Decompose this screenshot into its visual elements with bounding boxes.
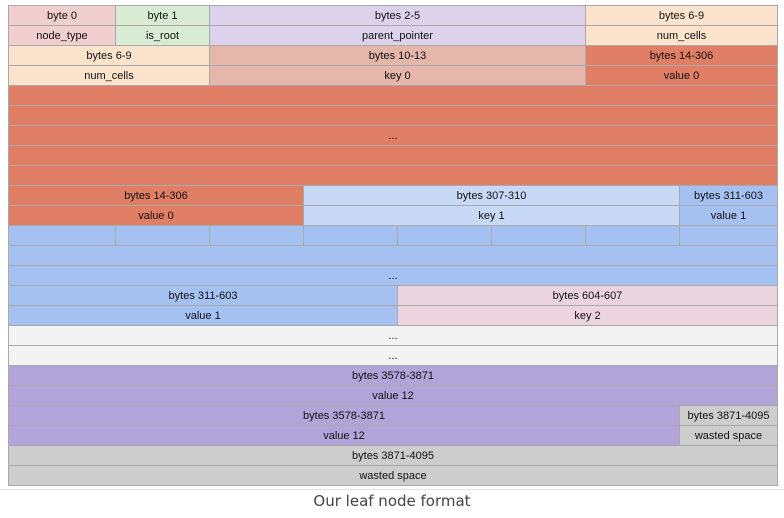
cell-wasted-space: wasted space [679, 425, 778, 446]
cell-value-0: value 0 [585, 65, 778, 86]
row-header-bytes: byte 0 byte 1 bytes 2-5 bytes 6-9 [8, 5, 778, 26]
value-1-block [115, 225, 210, 246]
cell-bytes-2-5: bytes 2-5 [209, 5, 586, 26]
cell-value-12-cont: value 12 [8, 425, 680, 446]
cell-byte-0: byte 0 [8, 5, 116, 26]
cell-bytes-311-603-cont: bytes 311-603 [8, 285, 398, 306]
cell-key-1: key 1 [303, 205, 680, 226]
cell-value-1: value 1 [679, 205, 778, 226]
figure-caption: Our leaf node format [313, 492, 471, 510]
value-0-fill [8, 85, 778, 106]
row-wasted-bytes: bytes 3871-4095 [8, 445, 778, 466]
cell-bytes-3871-4095: bytes 3871-4095 [679, 405, 778, 426]
row-value1-grid [8, 225, 778, 246]
value-1-block [585, 225, 680, 246]
caption-divider [0, 489, 784, 490]
value-1-block [491, 225, 586, 246]
cell-bytes-10-13: bytes 10-13 [209, 45, 586, 66]
row-tail-bytes: bytes 3578-3871 bytes 3871-4095 [8, 405, 778, 426]
omitted-cells: ... [8, 325, 778, 346]
row-header-fields: node_type is_root parent_pointer num_cel… [8, 25, 778, 46]
row-value0-fill [8, 165, 778, 186]
row-value1-fill [8, 245, 778, 266]
row-tail-fields: value 12 wasted space [8, 425, 778, 446]
row-wasted-field: wasted space [8, 465, 778, 486]
value-0-ellipsis: ... [8, 125, 778, 146]
cell-is-root: is_root [115, 25, 210, 46]
cell-value-1-cont: value 1 [8, 305, 398, 326]
row-value12-field: value 12 [8, 385, 778, 406]
cell-num-cells-cont: num_cells [8, 65, 210, 86]
cell-key-0: key 0 [209, 65, 586, 86]
row-empty-ellipsis: ... [8, 325, 778, 346]
leaf-node-format-diagram: byte 0 byte 1 bytes 2-5 bytes 6-9 node_t… [8, 5, 778, 486]
row-value1-ellipsis: ... [8, 265, 778, 286]
row-cell0-bytes: bytes 6-9 bytes 10-13 bytes 14-306 [8, 45, 778, 66]
value-1-block [397, 225, 492, 246]
cell-bytes-6-9-cont: bytes 6-9 [8, 45, 210, 66]
cell-wasted-space-full: wasted space [8, 465, 778, 486]
value-1-block [209, 225, 304, 246]
row-cell0-fields: num_cells key 0 value 0 [8, 65, 778, 86]
value-1-fill [8, 245, 778, 266]
cell-bytes-14-306: bytes 14-306 [585, 45, 778, 66]
omitted-cells: ... [8, 345, 778, 366]
cell-bytes-14-306-cont: bytes 14-306 [8, 185, 304, 206]
cell-num-cells: num_cells [585, 25, 778, 46]
cell-bytes-307-310: bytes 307-310 [303, 185, 680, 206]
cell-key-2: key 2 [397, 305, 778, 326]
row-value12-bytes: bytes 3578-3871 [8, 365, 778, 386]
value-0-fill [8, 105, 778, 126]
cell-bytes-311-603: bytes 311-603 [679, 185, 778, 206]
value-1-block [303, 225, 398, 246]
value-1-ellipsis: ... [8, 265, 778, 286]
cell-bytes-6-9: bytes 6-9 [585, 5, 778, 26]
row-cell2-fields: value 1 key 2 [8, 305, 778, 326]
row-cell1-fields: value 0 key 1 value 1 [8, 205, 778, 226]
row-value0-ellipsis: ... [8, 125, 778, 146]
cell-value-12: value 12 [8, 385, 778, 406]
cell-parent-pointer: parent_pointer [209, 25, 586, 46]
value-1-block [679, 225, 778, 246]
row-value0-fill [8, 85, 778, 106]
row-value0-fill [8, 145, 778, 166]
cell-bytes-604-607: bytes 604-607 [397, 285, 778, 306]
value-0-fill [8, 165, 778, 186]
value-0-fill [8, 145, 778, 166]
cell-byte-1: byte 1 [115, 5, 210, 26]
row-cell1-bytes: bytes 14-306 bytes 307-310 bytes 311-603 [8, 185, 778, 206]
row-cell2-bytes: bytes 311-603 bytes 604-607 [8, 285, 778, 306]
cell-bytes-3578-3871-cont: bytes 3578-3871 [8, 405, 680, 426]
cell-value-0-cont: value 0 [8, 205, 304, 226]
value-1-block [8, 225, 116, 246]
cell-bytes-3578-3871: bytes 3578-3871 [8, 365, 778, 386]
row-empty-ellipsis: ... [8, 345, 778, 366]
cell-bytes-3871-4095-full: bytes 3871-4095 [8, 445, 778, 466]
row-value0-fill [8, 105, 778, 126]
cell-node-type: node_type [8, 25, 116, 46]
